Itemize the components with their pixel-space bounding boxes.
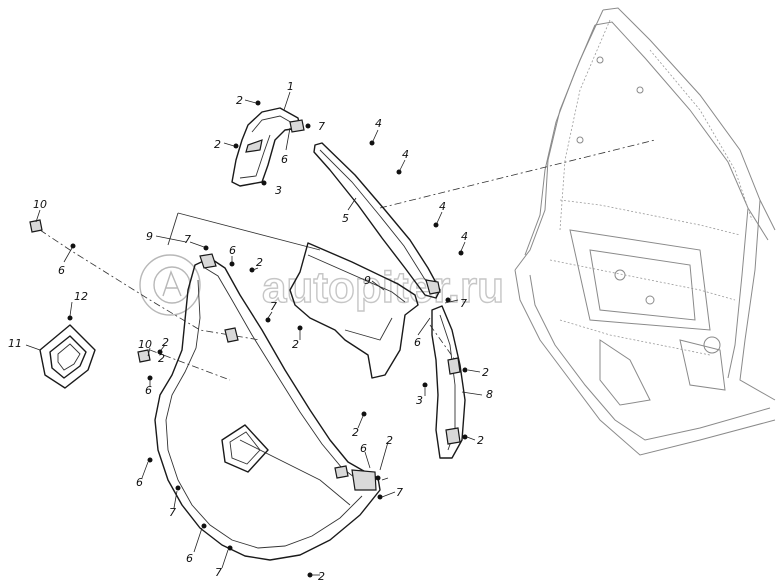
part-11-speaker-grille: [39, 324, 96, 389]
callout-10: 10: [33, 198, 47, 211]
callout-7: 7: [318, 120, 325, 133]
part-8-pillar-strip: [431, 305, 466, 459]
callout-9: 9: [146, 230, 153, 243]
callout-7: 7: [460, 297, 467, 310]
callout-2: 2: [236, 94, 243, 107]
callout-6: 6: [229, 244, 236, 257]
callout-2: 2: [352, 426, 359, 439]
callout-2: 2: [318, 570, 325, 583]
callout-5: 5: [342, 212, 349, 225]
callout-7: 7: [215, 566, 222, 579]
callout-4: 4: [402, 148, 409, 161]
callout-2: 2: [477, 434, 484, 447]
callout-7: 7: [169, 506, 176, 519]
rear-door-frame: [514, 7, 776, 456]
part-9-insulation-pad: [167, 212, 419, 379]
callout-6: 6: [136, 476, 143, 489]
callout-2: 2: [214, 138, 221, 151]
callout-2: 2: [256, 256, 263, 269]
callout-4: 4: [439, 200, 446, 213]
callout-1: 1: [287, 80, 294, 93]
callout-6: 6: [414, 336, 421, 349]
main-door-trim-panel: [154, 253, 381, 561]
part-1-pillar-trim: [231, 107, 305, 187]
fasteners: [67, 100, 468, 578]
callout-6: 6: [360, 442, 367, 455]
callout-2: 2: [292, 338, 299, 351]
callout-labels: 1 2 2 3 4 4 4 4 5 6 7 10 6 9 7 6 2 9 7 1…: [8, 80, 493, 583]
part-10-clips: [29, 219, 151, 363]
callout-8: 8: [486, 388, 493, 401]
callout-11: 11: [8, 337, 22, 350]
callout-4: 4: [375, 117, 382, 130]
watermark-text: autopiter.ru: [262, 263, 504, 312]
callout-9: 9: [364, 274, 371, 287]
part-5-moulding-strip: [313, 142, 441, 299]
callout-7: 7: [270, 300, 277, 313]
leader-lines: [25, 91, 483, 576]
callout-3: 3: [275, 184, 282, 197]
callout-10: 10: [138, 338, 152, 351]
callout-2: 2: [482, 366, 489, 379]
callout-2: 2: [162, 336, 169, 349]
callout-12: 12: [74, 290, 88, 303]
callout-3: 3: [416, 394, 423, 407]
callout-6: 6: [281, 153, 288, 166]
callout-7: 7: [184, 233, 191, 246]
callout-2: 2: [386, 434, 393, 447]
callout-6: 6: [145, 384, 152, 397]
callout-6: 6: [186, 552, 193, 565]
callout-6: 6: [58, 264, 65, 277]
callout-7: 7: [396, 486, 403, 499]
watermark-logo: [139, 254, 201, 316]
callout-2: 2: [158, 352, 165, 365]
callout-4: 4: [461, 230, 468, 243]
